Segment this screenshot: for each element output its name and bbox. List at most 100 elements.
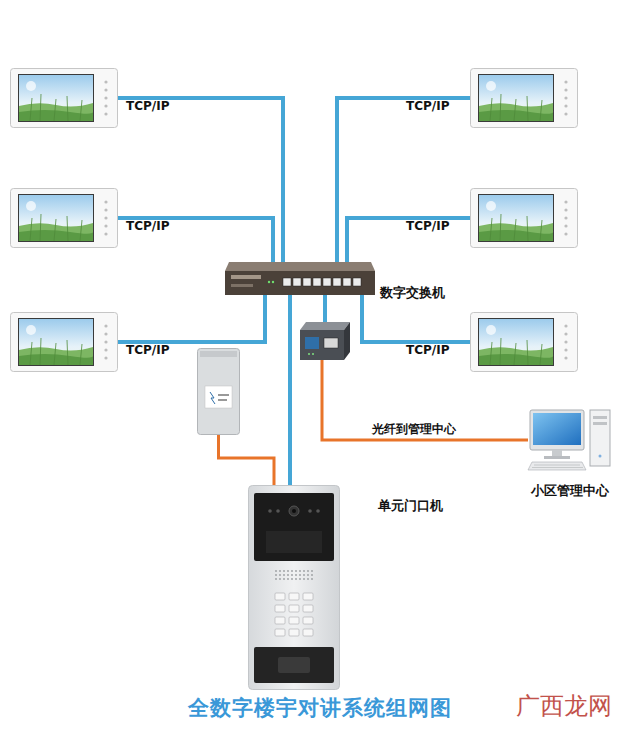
network-switch-art xyxy=(225,262,375,295)
drawing-part xyxy=(564,96,567,99)
drawing-part xyxy=(275,605,285,612)
drawing-part xyxy=(303,593,313,600)
drawing-part xyxy=(564,348,567,351)
drawing-part xyxy=(324,338,338,348)
drawing-part xyxy=(26,201,36,211)
cable-line xyxy=(219,435,275,485)
drawing-part xyxy=(18,74,94,122)
node-label: 小区管理中心 xyxy=(520,482,620,500)
drawing-part xyxy=(18,318,94,366)
indoor-monitor xyxy=(10,68,118,128)
drawing-part xyxy=(104,104,107,107)
drawing-part xyxy=(295,574,297,576)
drawing-part xyxy=(266,531,322,553)
network-line xyxy=(323,295,327,322)
drawing-part xyxy=(564,340,567,343)
drawing-part xyxy=(305,337,319,349)
drawing-part xyxy=(11,189,118,248)
drawing-part xyxy=(104,216,107,219)
drawing-part xyxy=(289,605,299,612)
drawing-part xyxy=(254,493,334,561)
drawing-part xyxy=(26,325,36,335)
drawing-part xyxy=(104,200,107,203)
power-supply-art xyxy=(197,348,240,435)
drawing-part xyxy=(307,578,309,580)
drawing-part xyxy=(479,195,553,241)
edge-label: TCP/IP xyxy=(406,99,449,113)
drawing-part xyxy=(471,313,578,372)
drawing-part xyxy=(104,112,107,115)
drawing-part xyxy=(295,578,297,580)
drawing-part xyxy=(530,410,584,450)
drawing-part xyxy=(275,629,285,636)
drawing-part xyxy=(275,574,277,576)
indoor-monitor xyxy=(470,188,578,248)
drawing-part xyxy=(11,313,118,372)
drawing-part xyxy=(254,647,334,683)
drawing-part xyxy=(300,330,344,360)
drawing-part xyxy=(19,75,93,121)
drawing-part xyxy=(218,394,229,396)
network-line xyxy=(288,295,292,485)
drawing-part xyxy=(564,356,567,359)
drawing-part xyxy=(19,319,93,365)
indoor-monitor xyxy=(470,312,578,372)
drawing-part xyxy=(343,278,351,286)
drawing-part xyxy=(471,69,578,128)
indoor-monitor-art xyxy=(470,188,578,248)
drawing-part xyxy=(104,324,107,327)
drawing-part xyxy=(478,318,554,366)
node-label: 单元门口机 xyxy=(378,497,443,515)
drawing-part xyxy=(490,214,542,241)
drawing-part xyxy=(599,455,602,458)
fiber-transceiver-art xyxy=(300,322,350,360)
drawing-part xyxy=(564,112,567,115)
cable-line xyxy=(322,360,528,440)
drawing-part xyxy=(486,81,496,91)
drawing-part xyxy=(278,657,310,673)
drawing-part xyxy=(276,509,280,513)
edge-label: 光纤到管理中心 xyxy=(372,421,456,438)
drawing-part xyxy=(268,509,272,513)
power-supply xyxy=(197,348,240,435)
drawing-part xyxy=(564,324,567,327)
drawing-part xyxy=(210,392,215,404)
drawing-part xyxy=(303,570,305,572)
drawing-part xyxy=(104,224,107,227)
drawing-part xyxy=(293,278,301,286)
drawing-part xyxy=(275,593,285,600)
drawing-part xyxy=(268,281,270,283)
drawing-part xyxy=(311,574,313,576)
drawing-part xyxy=(308,353,310,355)
drawing-part xyxy=(249,486,340,690)
drawing-part xyxy=(333,278,341,286)
network-line xyxy=(347,218,470,262)
edge-label: TCP/IP xyxy=(126,99,169,113)
drawing-part xyxy=(295,570,297,572)
drawing-part xyxy=(564,80,567,83)
drawing-part xyxy=(593,416,607,419)
drawing-part xyxy=(564,332,567,335)
drawing-part xyxy=(490,94,542,121)
drawing-part xyxy=(104,348,107,351)
drawing-part xyxy=(544,456,570,459)
drawing-part xyxy=(299,570,301,572)
drawing-part xyxy=(490,338,542,365)
network-line xyxy=(118,295,265,342)
drawing-part xyxy=(344,322,350,360)
drawing-part xyxy=(291,578,293,580)
drawing-part xyxy=(218,399,227,401)
drawing-part xyxy=(478,194,554,242)
network-line xyxy=(118,98,283,262)
management-computer-art xyxy=(528,408,612,472)
node-label: 数字交换机 xyxy=(380,284,445,302)
drawing-part xyxy=(479,319,553,365)
drawing-part xyxy=(19,195,93,241)
drawing-part xyxy=(299,574,301,576)
edge-label: TCP/IP xyxy=(406,343,449,357)
drawing-part xyxy=(30,94,82,121)
drawing-part xyxy=(287,574,289,576)
drawing-part xyxy=(283,278,291,286)
drawing-part xyxy=(205,386,232,408)
drawing-part xyxy=(104,340,107,343)
